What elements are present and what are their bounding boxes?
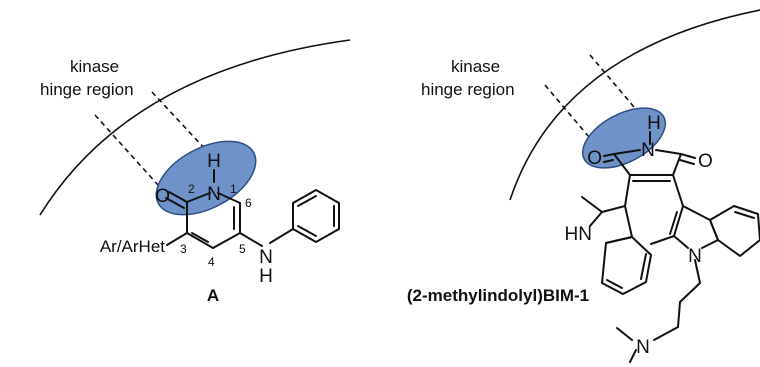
ring-number-3: 3 <box>180 242 187 256</box>
compound-a-carbonyl-oxygen: O <box>155 186 170 207</box>
compound-a-substituent: Ar/ArHet <box>100 237 165 256</box>
right-hinge-highlight <box>581 107 667 169</box>
ring-number-4: 4 <box>208 255 215 269</box>
ring-number-1: 1 <box>230 182 237 196</box>
compound-a-ring-nitrogen: N <box>207 184 221 205</box>
right-pocket-label-line2: hinge region <box>421 80 515 99</box>
left-pocket-label-line1: kinase <box>70 57 119 76</box>
bim1-compound-label: (2-methylindolyl)BIM-1 <box>407 286 589 305</box>
bim1-imide-hydrogen: H <box>647 113 661 134</box>
compound-a-label: A <box>207 286 219 305</box>
bim1-imide-nitrogen: N <box>641 140 655 161</box>
left-hinge-highlight <box>155 140 257 216</box>
bim1-imide-oxygen-right: O <box>698 151 713 172</box>
left-pocket-label-line2: hinge region <box>40 80 134 99</box>
bim1-indole2-nitrogen: N <box>688 246 702 267</box>
ring-number-6: 6 <box>245 196 252 210</box>
compound-a-structure: O N H Ar/ArHet N H 1 2 3 4 5 6 <box>100 151 340 287</box>
ring-number-5: 5 <box>239 242 246 256</box>
right-binding-pocket-arc <box>509 9 760 201</box>
bim1-imide-oxygen-left: O <box>587 148 602 169</box>
compound-a-nh-hydrogen: H <box>207 151 221 172</box>
bim1-amine-nitrogen: N <box>636 337 650 358</box>
right-panel: kinase hinge region <box>407 9 760 363</box>
compound-a-amine-hydrogen: H <box>259 266 273 287</box>
left-hbond-line-2 <box>151 91 207 151</box>
ring-number-2: 2 <box>188 182 195 196</box>
right-pocket-label-line1: kinase <box>451 57 500 76</box>
left-panel: kinase hinge region <box>39 39 351 305</box>
bim1-structure: O N H O HN N N <box>565 113 760 363</box>
left-binding-pocket-arc <box>39 39 351 216</box>
bim1-indole1-nh: HN <box>565 224 592 245</box>
compound-a-amine-nitrogen: N <box>259 247 273 268</box>
left-hbond-line-1 <box>94 114 159 186</box>
